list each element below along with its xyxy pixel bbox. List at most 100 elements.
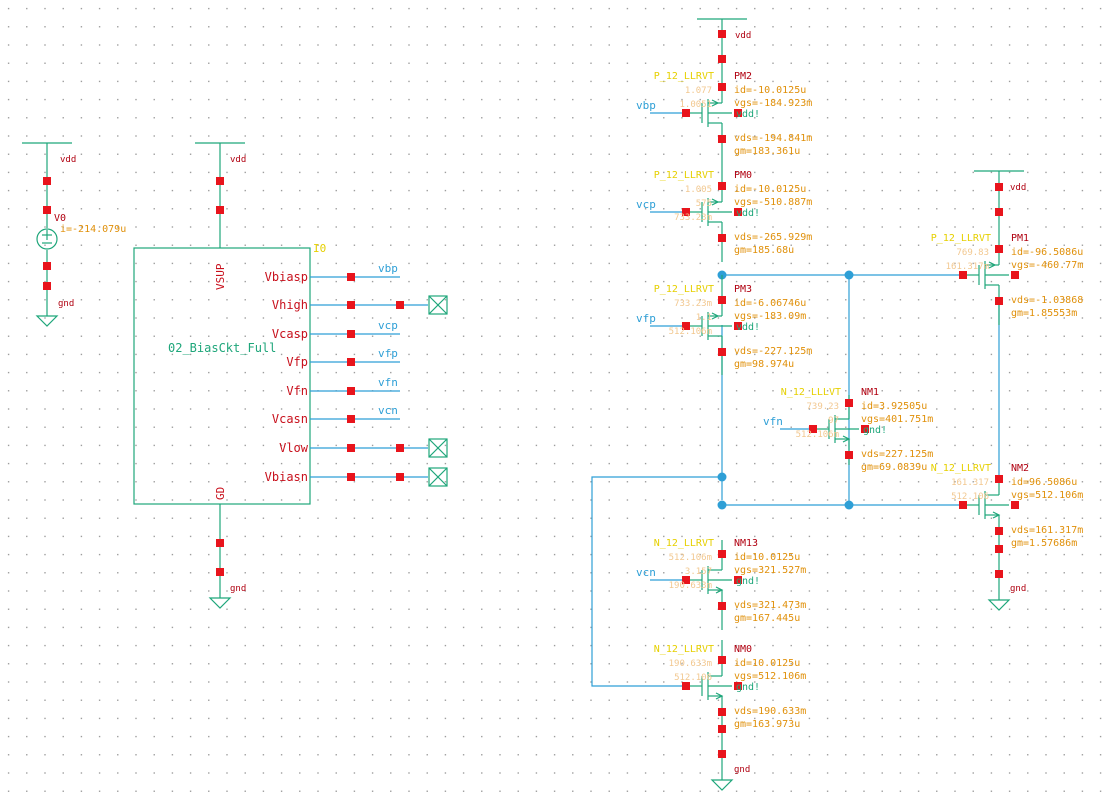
noconn-icon <box>428 438 448 458</box>
bias-pin-vbiasp[interactable]: Vbiasp vbp <box>265 262 400 284</box>
bias-pin-terminal <box>347 273 355 281</box>
gnd-label-nm2: gnd <box>1010 584 1026 594</box>
wire-junctions <box>717 270 854 510</box>
transistor-nm1[interactable]: NM1N_12_LLLVT739.2397512.106mid=3.92505u… <box>763 387 933 473</box>
bias-block-instance: I0 <box>313 242 326 255</box>
vdd-label-top: vdd <box>735 31 751 41</box>
transistor-dim-label: 190.633m <box>669 581 712 591</box>
bias-block-gd-pin: GD <box>214 487 227 500</box>
net-label-vcn: vcn <box>378 404 398 417</box>
body-net-label: vdd! <box>736 109 760 120</box>
transistor-dim-label: 1.077 <box>685 86 712 96</box>
transistor-dim-label: 161.317 <box>951 478 989 488</box>
transistor-name: NM0 <box>734 644 752 655</box>
bias-pin-terminal <box>347 387 355 395</box>
transistor-dim-label: 1.0051 <box>679 100 712 110</box>
bias-pin-vlow[interactable]: Vlow <box>279 438 448 458</box>
body-net-label: gnd! <box>863 425 887 436</box>
transistor-group[interactable]: PM2P_12_LLRVT1.0771.0051id=-10.0125uvgs=… <box>636 30 1083 758</box>
transistor-pins <box>959 245 1019 305</box>
body-net-label: gnd! <box>736 682 760 693</box>
net-label-vfn: vfn <box>378 376 398 389</box>
transistor-nm13[interactable]: NM13N_12_LLRVT512.106m3.157190.633mid=10… <box>636 538 806 630</box>
transistor-param: vds=161.317m <box>1011 525 1083 536</box>
noconn-icon <box>428 467 448 487</box>
transistor-param: vds=227.125m <box>861 449 933 460</box>
transistor-dim-label: 512.106m <box>669 327 712 337</box>
transistor-model: P_12_LLRVT <box>654 71 714 82</box>
transistor-pins <box>682 550 742 610</box>
transistor-model: N_12_LLRVT <box>654 538 714 549</box>
gate-net-label: vcn <box>636 566 656 579</box>
transistor-param: vgs=-183.09m <box>734 311 806 322</box>
bias-pin-label: Vbiasp <box>265 270 308 284</box>
transistor-param: vgs=-460.77m <box>1011 260 1083 271</box>
v0-name: V0 <box>54 213 66 224</box>
transistor-param: id=10.0125u <box>734 658 800 669</box>
transistor-dim-label: 733.23m <box>674 213 712 223</box>
supply-pins-right <box>718 30 1003 758</box>
noconn-terminal <box>396 444 404 452</box>
transistor-nm0[interactable]: NM0N_12_LLRVT190.633m512.106id=10.0125uv… <box>654 640 806 730</box>
transistor-model: P_12_LLRVT <box>931 233 991 244</box>
transistor-pm2[interactable]: PM2P_12_LLRVT1.0771.0051id=-10.0125uvgs=… <box>636 62 812 160</box>
noconn-terminal <box>396 301 404 309</box>
bias-pin-label: Vlow <box>279 441 309 455</box>
transistor-param: vds=-194.841m <box>734 133 812 144</box>
transistor-pm0[interactable]: PM0P_12_LLRVT1.005575733.23mid=-10.0125u… <box>636 160 812 262</box>
transistor-param: gm=1.57686m <box>1011 538 1077 549</box>
transistor-nm2[interactable]: NM2N_12_LLRVT161.317512.106id=96.5086uvg… <box>931 463 1083 549</box>
noconn-terminal <box>396 473 404 481</box>
bias-block[interactable] <box>133 142 311 609</box>
body-net-label: vdd! <box>736 208 760 219</box>
bias-pin-terminal <box>347 358 355 366</box>
bias-pin-label: Vfn <box>286 384 308 398</box>
bias-pin-label: Vhigh <box>272 298 308 312</box>
transistor-param: vds=190.633m <box>734 706 806 717</box>
transistor-pm3[interactable]: PM3P_12_LLRVT733.23m1.1512.106mid=-6.067… <box>636 275 812 375</box>
transistor-name: PM1 <box>1011 233 1029 244</box>
transistor-dim-label: 1.005 <box>685 185 712 195</box>
bias-pin-vfn[interactable]: Vfn vfn <box>286 376 400 398</box>
transistor-pm1[interactable]: PM1P_12_LLRVT769.83161.317mid=-96.5086uv… <box>931 215 1083 325</box>
bias-pin-label: Vbiasn <box>265 470 308 484</box>
transistor-param: gm=163.973u <box>734 719 800 730</box>
transistor-dim-label: 161.317m <box>946 262 989 272</box>
bias-pin-terminal <box>347 330 355 338</box>
transistor-pins <box>682 656 742 716</box>
transistor-param: id=10.0125u <box>734 552 800 563</box>
transistor-param: vgs=-510.887m <box>734 197 812 208</box>
transistor-name: NM2 <box>1011 463 1029 474</box>
transistor-pins <box>682 296 742 356</box>
bias-pin-vhigh[interactable]: Vhigh <box>272 295 448 315</box>
transistor-model: N_12_LLLVT <box>781 387 841 398</box>
transistor-name: PM3 <box>734 284 752 295</box>
transistor-param: vds=321.473m <box>734 600 806 611</box>
v0-gnd-label: gnd <box>58 299 74 309</box>
transistor-dim-label: 575 <box>696 199 712 209</box>
net-label-vbp: vbp <box>378 262 398 275</box>
bias-pin-terminal <box>347 444 355 452</box>
net-label-vfp: vfp <box>378 347 398 360</box>
transistor-param: vds=-265.929m <box>734 232 812 243</box>
transistor-param: vgs=512.106m <box>1011 490 1083 501</box>
transistor-dim-label: 733.23m <box>674 299 712 309</box>
transistor-model: N_12_LLRVT <box>654 644 714 655</box>
transistor-param: vds=-1.03868 <box>1011 295 1083 306</box>
transistor-dim-label: 97 <box>828 416 839 426</box>
gate-net-label: vbp <box>636 99 656 112</box>
transistor-dim-label: 739.23 <box>806 402 839 412</box>
gate-net-label: vfp <box>636 312 656 325</box>
bias-pin-terminal <box>347 301 355 309</box>
transistor-name: PM0 <box>734 170 752 181</box>
body-net-label: gnd! <box>736 576 760 587</box>
transistor-param: id=-10.0125u <box>734 85 806 96</box>
transistor-pins <box>959 475 1019 535</box>
bias-pin-vbiasn[interactable]: Vbiasn <box>265 467 448 487</box>
